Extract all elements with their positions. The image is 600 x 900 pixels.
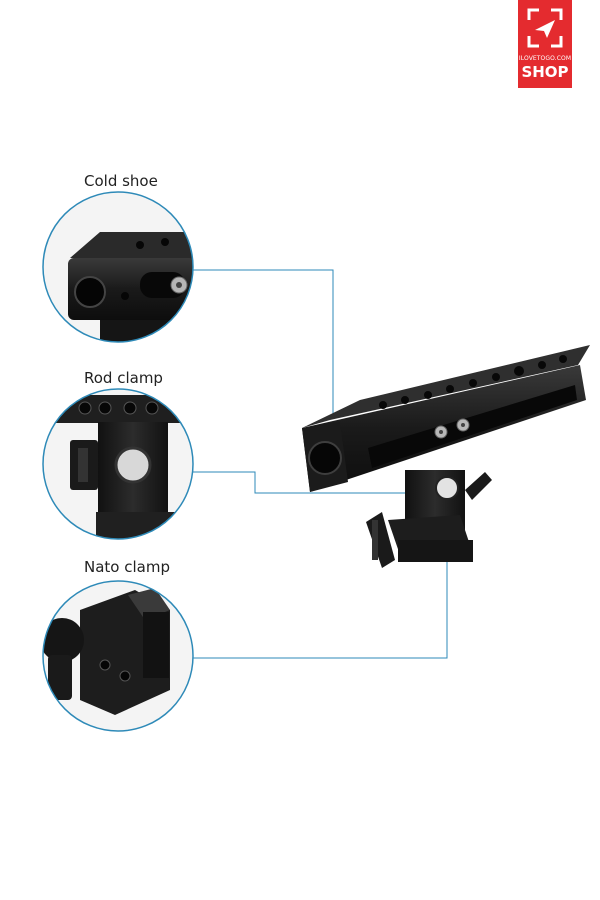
label-rod-clamp: Rod clamp bbox=[84, 369, 163, 387]
detail-circle-nato-clamp bbox=[42, 580, 194, 732]
logo-maintext: SHOP bbox=[521, 63, 569, 81]
detail-circle-cold-shoe bbox=[42, 191, 194, 343]
logo-frame-icon bbox=[527, 8, 563, 48]
connector-cold-shoe bbox=[193, 269, 334, 418]
label-cold-shoe: Cold shoe bbox=[84, 172, 158, 190]
shop-logo: ILOVETOGO.COM SHOP bbox=[518, 0, 572, 88]
connector-lines bbox=[193, 269, 448, 659]
connector-nato-clamp bbox=[193, 560, 448, 659]
top-handle-product bbox=[302, 345, 590, 568]
label-nato-clamp: Nato clamp bbox=[84, 558, 170, 576]
connector-rod-clamp bbox=[193, 471, 445, 494]
detail-circle-rod-clamp bbox=[42, 388, 194, 540]
logo-subtext: ILOVETOGO.COM bbox=[518, 55, 572, 62]
